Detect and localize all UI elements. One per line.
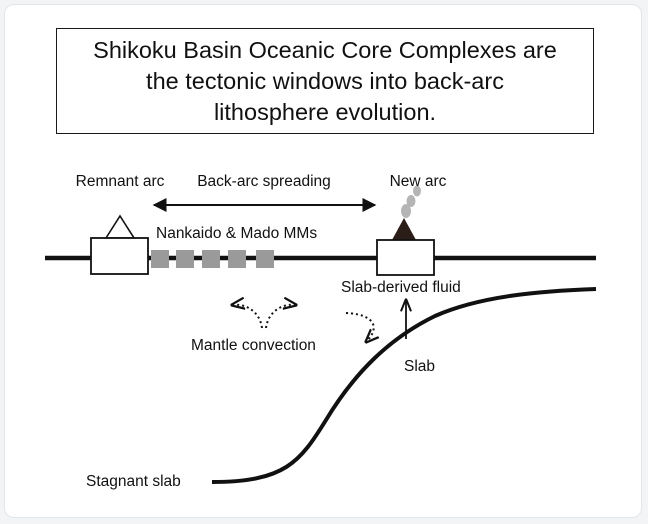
convection-label: Mantle convection bbox=[191, 337, 316, 354]
volcanic-plume bbox=[401, 185, 421, 218]
title-box: Shikoku Basin Oceanic Core Complexes are… bbox=[56, 28, 594, 134]
mm-block bbox=[202, 250, 220, 268]
convection-arrow-slab bbox=[345, 312, 374, 342]
remnant-arc-triangle bbox=[104, 214, 136, 239]
slab-curve bbox=[211, 287, 597, 484]
remnant-arc-label: Remnant arc bbox=[76, 173, 165, 190]
mm-block bbox=[151, 250, 169, 268]
mm-blocks bbox=[151, 250, 274, 268]
mm-label: Nankaido & Mado MMs bbox=[156, 225, 317, 242]
convection-arrow-left bbox=[232, 305, 263, 329]
spreading-label: Back-arc spreading bbox=[197, 173, 331, 190]
convection-arrow-right bbox=[265, 305, 296, 329]
new-arc-box bbox=[376, 239, 435, 276]
mm-block bbox=[256, 250, 274, 268]
mm-block bbox=[228, 250, 246, 268]
title-line-2: the tectonic windows into back-arc bbox=[146, 67, 504, 94]
new-arc-volcano bbox=[392, 218, 416, 240]
stagnant-slab-label: Stagnant slab bbox=[86, 473, 181, 490]
remnant-arc-box bbox=[90, 237, 149, 275]
title-line-1: Shikoku Basin Oceanic Core Complexes are bbox=[93, 36, 557, 63]
mm-block bbox=[176, 250, 194, 268]
new-arc-label: New arc bbox=[390, 173, 447, 190]
slab-label: Slab bbox=[404, 358, 435, 375]
title-line-3: lithosphere evolution. bbox=[213, 98, 437, 125]
fluid-label: Slab-derived fluid bbox=[341, 279, 461, 296]
